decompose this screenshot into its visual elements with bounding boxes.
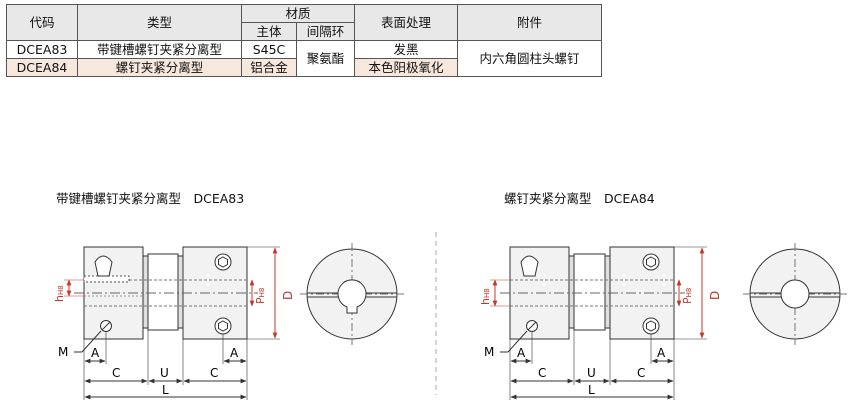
cell-surface: 本色阳极氧化 xyxy=(354,58,458,77)
label-c: C xyxy=(112,366,120,380)
label-a: A xyxy=(517,346,526,360)
label-a: A xyxy=(91,346,100,360)
table-row: DCEA84 螺钉夹紧分离型 铝合金 本色阳极氧化 xyxy=(6,58,602,77)
clamp-screw xyxy=(520,255,539,277)
label-u: U xyxy=(587,366,596,380)
label-c: C xyxy=(637,366,645,380)
label-h: hH8 xyxy=(479,288,492,305)
spec-table: 代码 类型 材质 表面处理 附件 主体 间隔环 DCEA83 带键槽螺钉夹紧分离… xyxy=(6,4,602,77)
drawing-dcea84: M hH8 PH8 D A A C U C L xyxy=(479,243,847,400)
hex-screw-icon xyxy=(642,253,660,271)
cell-body: 铝合金 xyxy=(241,58,297,77)
label-u: U xyxy=(160,366,169,380)
label-p: PH8 xyxy=(681,288,694,304)
label-c: C xyxy=(538,366,546,380)
label-c: C xyxy=(210,366,218,380)
header-accessory: 附件 xyxy=(457,4,602,41)
cell-surface: 发黑 xyxy=(354,40,458,59)
header-spacer: 间隔环 xyxy=(296,22,355,41)
cell-type: 螺钉夹紧分离型 xyxy=(77,58,242,77)
label-m: M xyxy=(484,345,494,359)
drawing-dcea83: M hH8 PH8 D A A C U C L xyxy=(53,243,404,400)
hex-screw-icon xyxy=(642,317,660,335)
label-a: A xyxy=(657,346,666,360)
table-row: DCEA83 带键槽螺钉夹紧分离型 S45C 聚氨酯 发黑 内六角圆柱头螺钉 xyxy=(6,40,602,77)
cell-code: DCEA84 xyxy=(6,58,78,77)
label-h: hH8 xyxy=(53,285,66,302)
header-material: 材质 xyxy=(241,4,355,23)
spacer-ring xyxy=(147,253,179,331)
label-d: D xyxy=(281,291,295,300)
cell-code: DCEA83 xyxy=(6,40,78,59)
label-a: A xyxy=(230,346,239,360)
clamp-screw xyxy=(94,255,113,277)
label-p: PH8 xyxy=(254,288,267,304)
hex-screw-icon xyxy=(214,253,232,271)
drawing-title-dcea83: 带键槽螺钉夹紧分离型 DCEA83 xyxy=(56,191,245,206)
cell-spacer: 聚氨酯 xyxy=(296,40,355,77)
label-l: L xyxy=(162,383,169,397)
header-surface: 表面处理 xyxy=(354,4,458,41)
drawing-title-dcea84: 螺钉夹紧分离型 DCEA84 xyxy=(504,191,655,206)
hex-screw-icon xyxy=(214,317,232,335)
label-m: M xyxy=(58,345,68,359)
label-l: L xyxy=(588,383,595,397)
spacer-ring xyxy=(573,253,606,331)
header-code: 代码 xyxy=(6,4,78,41)
cell-accessory: 内六角圆柱头螺钉 xyxy=(457,40,602,77)
label-d: D xyxy=(708,291,722,300)
